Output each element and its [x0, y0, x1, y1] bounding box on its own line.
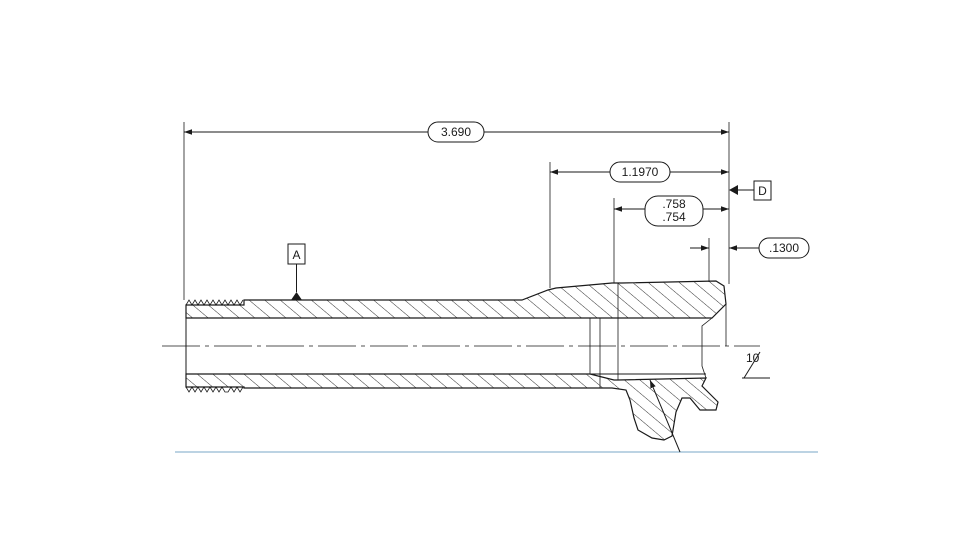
datum-a-label: A [292, 248, 300, 262]
dim-face-offset: .1300 [769, 241, 799, 255]
lower-wall-section [185, 373, 719, 441]
angle-extension [743, 351, 761, 379]
datum-a-triangle [291, 292, 302, 300]
dim-balloon-step [609, 161, 671, 183]
angle-leader [649, 379, 681, 453]
angle-value: 10 [746, 351, 760, 365]
dim-bore-depth-min: .754 [662, 210, 686, 224]
upper-wall-section [185, 280, 727, 319]
chamber-mouth [701, 317, 713, 379]
dim-bore-depth-max: .758 [662, 197, 686, 211]
thread-upper [185, 299, 244, 306]
thread-lower [185, 386, 244, 393]
dim-balloon-face [758, 237, 810, 259]
datum-d-label: D [758, 184, 767, 198]
dim-step-length: 1.1970 [622, 165, 659, 179]
datum-d-triangle [729, 185, 738, 195]
dim-balloon-overall [427, 121, 485, 143]
datum-d-box [753, 180, 772, 201]
dim-overall-length: 3.690 [441, 125, 471, 139]
dim-balloon-chamber [644, 195, 704, 227]
